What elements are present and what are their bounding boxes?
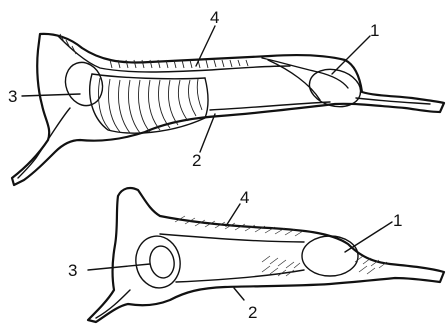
- bottom-label-4: 4: [240, 188, 249, 207]
- bottom-carcass-outline: [88, 188, 444, 322]
- top-carcass-diagram: 4 1 3 2: [8, 8, 444, 185]
- bottom-carcass-diagram: 4 1 3 2: [68, 188, 444, 322]
- top-label-3: 3: [8, 87, 17, 106]
- top-scapula-shape: [60, 57, 109, 111]
- top-label-4: 4: [210, 8, 219, 27]
- bottom-label-1: 1: [393, 211, 402, 230]
- top-rib-cage: [90, 74, 208, 133]
- top-label-1: 1: [370, 21, 379, 40]
- bottom-label-3: 3: [68, 261, 77, 280]
- bottom-ham-region: [302, 236, 358, 276]
- bottom-label-2: 2: [248, 303, 257, 322]
- top-label-2: 2: [192, 151, 201, 170]
